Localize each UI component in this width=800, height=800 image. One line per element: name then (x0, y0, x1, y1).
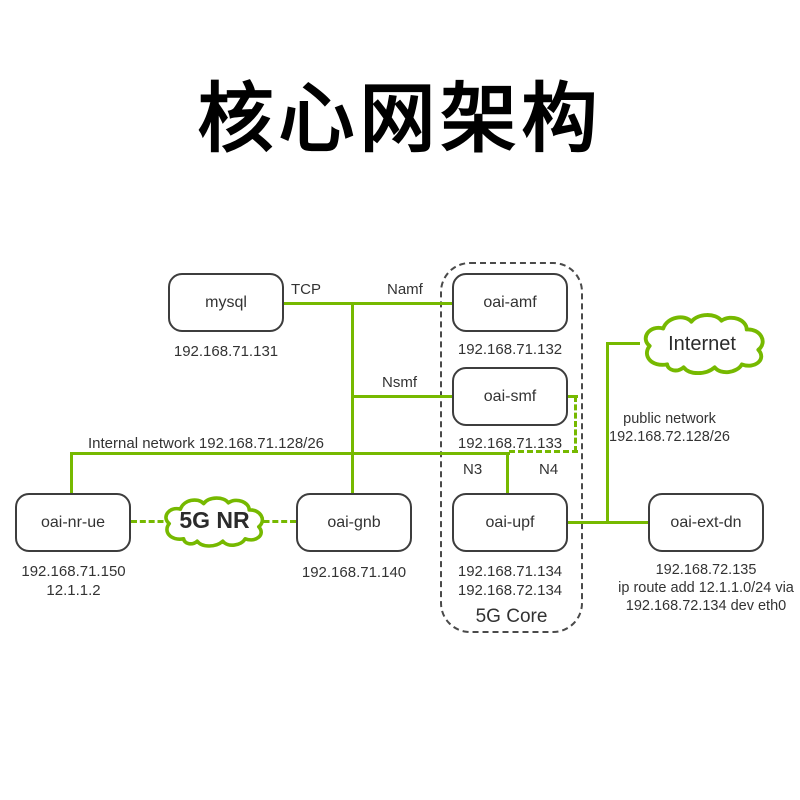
extdn-route-1: ip route add 12.1.1.0/24 via (618, 580, 794, 596)
node-oai-gnb-label: oai-gnb (327, 513, 381, 531)
label-namf: Namf (387, 281, 423, 298)
extdn-ip-1: 192.168.72.135 (655, 562, 757, 578)
link-n3-to-upf (506, 453, 509, 493)
upf-ip-2: 192.168.72.134 (457, 582, 563, 599)
internet-cloud-icon (643, 313, 765, 376)
node-mysql-label: mysql (205, 293, 247, 311)
node-mysql: mysql (168, 273, 284, 332)
label-n3: N3 (463, 461, 483, 478)
extdn-route-2: 192.168.72.134 dev eth0 (625, 598, 787, 614)
label-nsmf: Nsmf (382, 374, 417, 391)
extdn-ip: 192.168.72.135 ip route add 12.1.1.0/24 … (601, 561, 800, 615)
ue-ip-1: 192.168.71.150 (21, 563, 126, 580)
label-n4: N4 (539, 461, 559, 478)
link-internal-network (70, 452, 510, 455)
amf-ip-1: 192.168.71.132 (457, 341, 563, 358)
label-public-network: public network 192.168.72.128/26 (592, 410, 747, 446)
node-oai-nr-ue-label: oai-nr-ue (40, 513, 106, 531)
link-bus-vertical (351, 302, 354, 494)
ue-ip: 192.168.71.150 12.1.1.2 (0, 562, 147, 600)
link-nsmf (351, 395, 452, 398)
node-oai-upf-label: oai-upf (485, 513, 535, 531)
smf-ip: 192.168.71.133 (410, 434, 610, 453)
page-title: 核心网架构 (197, 77, 603, 162)
node-oai-smf-label: oai-smf (483, 387, 537, 405)
label-internal-network: Internal network 192.168.71.128/26 (88, 435, 325, 452)
upf-ip-1: 192.168.71.134 (457, 563, 563, 580)
node-oai-amf: oai-amf (452, 273, 568, 332)
mysql-ip-1: 192.168.71.131 (173, 343, 279, 360)
node-oai-upf: oai-upf (452, 493, 568, 552)
node-oai-smf: oai-smf (452, 367, 568, 426)
link-to-internet (606, 342, 640, 345)
node-oai-amf-label: oai-amf (483, 293, 537, 311)
smf-ip-1: 192.168.71.133 (457, 435, 563, 452)
upf-ip: 192.168.71.134 192.168.72.134 (410, 562, 610, 600)
nr-cloud-label: 5G NR (179, 507, 250, 533)
label-public-network-1: public network (623, 411, 716, 427)
gnb-ip: 192.168.71.140 (254, 563, 454, 582)
amf-ip: 192.168.71.132 (410, 340, 610, 359)
node-oai-nr-ue: oai-nr-ue (15, 493, 131, 552)
link-public-vertical (606, 342, 609, 524)
link-smf-n4-vertical (574, 396, 577, 452)
node-oai-gnb: oai-gnb (296, 493, 412, 552)
label-public-network-2: 192.168.72.128/26 (609, 429, 730, 445)
gnb-ip-1: 192.168.71.140 (301, 564, 407, 581)
node-oai-ext-dn: oai-ext-dn (648, 493, 764, 552)
label-5g-core: 5G Core (475, 606, 548, 627)
link-mysql-amf (284, 302, 452, 305)
mysql-ip: 192.168.71.131 (126, 342, 326, 361)
core-group-boundary (440, 262, 583, 633)
nr-cloud-icon (164, 496, 265, 548)
link-smf-n4-horizontal (509, 450, 578, 453)
internet-cloud-label: Internet (668, 333, 736, 355)
link-smf-n4-stub (566, 395, 578, 398)
node-oai-ext-dn-label: oai-ext-dn (670, 513, 742, 531)
ue-ip-2: 12.1.1.2 (46, 582, 101, 599)
link-internal-to-ue (70, 453, 73, 493)
label-tcp: TCP (291, 281, 321, 298)
